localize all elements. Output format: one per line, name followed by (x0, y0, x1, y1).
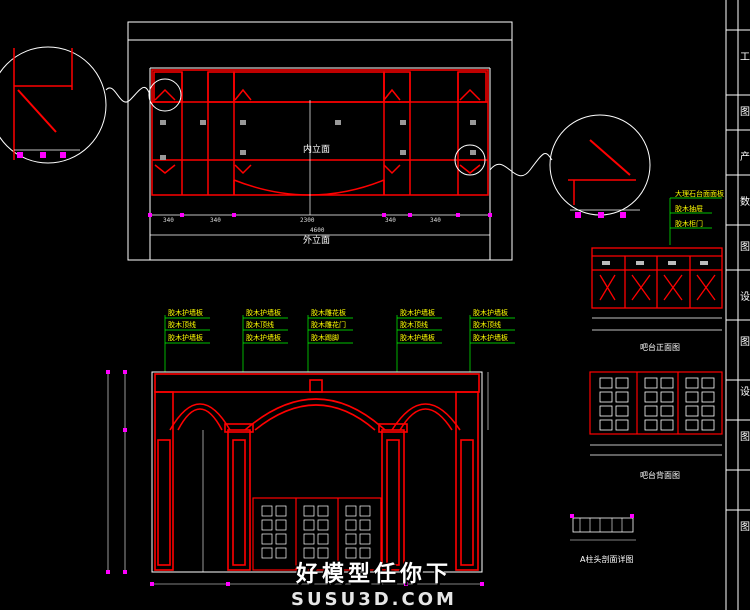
bar-callout-2: 胶木抽屉 (675, 204, 703, 213)
callout-5a: 胶木护墙板 (473, 308, 508, 317)
tb-char-8: 设 (740, 386, 750, 398)
callout-1a: 胶木护墙板 (168, 308, 203, 317)
callout-1c: 胶木护墙板 (168, 333, 203, 342)
tb-char-2: 图 (740, 106, 750, 118)
callout-4a: 胶木护墙板 (400, 308, 435, 317)
callout-4b: 胶木顶线 (400, 320, 428, 329)
tb-char-5: 图 (740, 241, 750, 253)
tb-char-10: 图 (740, 521, 750, 533)
bar-back-title: 吧台背面图 (640, 470, 680, 480)
tb-char-9: 图 (740, 431, 750, 443)
detail-circle-right (454, 114, 651, 218)
tb-char-1: 工 (740, 52, 750, 63)
bar-callout-1: 大理石台面面板 (675, 189, 724, 198)
callout-2b: 胶木顶线 (246, 320, 274, 329)
title-block (725, 0, 750, 610)
callout-4c: 胶木护墙板 (400, 333, 435, 342)
bottom-elevation: 胶木护墙板 胶木顶线 胶木护墙板 胶木护墙板 胶木顶线 胶木护墙板 胶木雕花板 … (106, 308, 515, 586)
inner-elevation-title: 内立面 (303, 143, 330, 155)
detail-circle-left (0, 46, 182, 164)
detail-title: A柱头剖面详图 (580, 554, 633, 564)
callout-5c: 胶木护墙板 (473, 333, 508, 342)
dim-3: 2300 (300, 217, 315, 224)
watermark-line-1: 好模型任你下 (295, 562, 452, 587)
title-block-text: 工 图 产 数 图 设 图 设 图 图 (740, 52, 750, 533)
column-detail: A柱头剖面详图 (570, 514, 636, 564)
dim-total: 4600 (310, 227, 325, 234)
outer-elevation-title: 外立面 (303, 234, 330, 246)
dim-2: 340 (210, 217, 221, 224)
callout-2a: 胶木护墙板 (246, 308, 281, 317)
callout-3c: 胶木踢脚 (311, 333, 339, 342)
dim-5: 340 (430, 217, 441, 224)
callout-1b: 胶木顶线 (168, 320, 196, 329)
bar-back-elevation: 吧台背面图 (589, 371, 723, 480)
watermark-line-2: SUSU3D.COM (291, 589, 457, 610)
tb-char-6: 设 (740, 291, 750, 303)
dim-4: 340 (385, 217, 396, 224)
tb-char-3: 产 (740, 150, 750, 163)
bar-front-title: 吧台正面图 (640, 342, 680, 352)
tb-char-4: 数 (740, 195, 750, 208)
dim-1: 340 (163, 217, 174, 224)
callout-3a: 胶木雕花板 (311, 308, 346, 317)
top-elevation: 340 340 2300 340 340 4600 内立面 外立面 (127, 21, 513, 261)
callout-2c: 胶木护墙板 (246, 333, 281, 342)
tb-char-7: 图 (740, 336, 750, 348)
callout-3b: 胶木雕花门 (311, 320, 346, 329)
bar-callout-3: 胶木柜门 (675, 219, 703, 228)
watermark: 好模型任你下 SUSU3D.COM (286, 556, 462, 610)
bar-front-elevation: 大理石台面面板 胶木抽屉 胶木柜门 吧台正面图 (591, 189, 724, 352)
callout-5b: 胶木顶线 (473, 320, 501, 329)
